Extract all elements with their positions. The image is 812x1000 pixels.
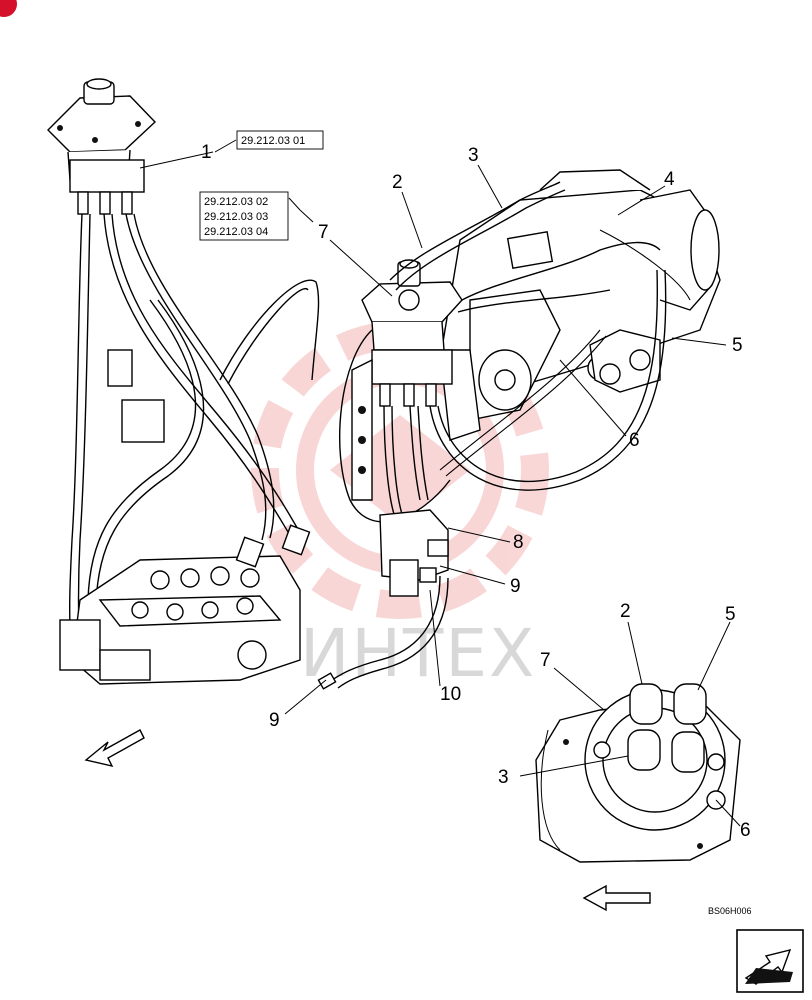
callout-7: 7: [318, 222, 329, 243]
control-valve-block: [59, 524, 311, 685]
drawing-code: BS06H006: [708, 906, 752, 916]
lower-valve-block: [317, 509, 449, 690]
callout-10: 10: [440, 684, 461, 705]
callout-5: 5: [732, 335, 743, 356]
pump-assembly: [439, 169, 721, 441]
next-page-arrow-icon[interactable]: [736, 929, 804, 993]
callout-3: 3: [468, 145, 479, 166]
direction-arrow-left-icon: [84, 729, 145, 768]
callout-detail-6: 6: [740, 820, 751, 841]
direction-arrow-bottom-icon: [582, 884, 651, 912]
leader-lines: [139, 139, 741, 827]
pilot-hoses-left: [69, 213, 320, 661]
pilot-hoses-center: [338, 181, 691, 523]
detail-pilot-valve: [535, 683, 741, 863]
ref-code-4: 29.212.03 04: [204, 226, 268, 238]
pilot-valve-center: [351, 259, 463, 501]
callout-4: 4: [664, 169, 675, 190]
callout-detail-3: 3: [498, 767, 509, 788]
callout-2: 2: [392, 172, 403, 193]
callout-detail-2: 2: [620, 601, 631, 622]
callout-9-right: 9: [510, 576, 521, 597]
callout-detail-7: 7: [540, 650, 551, 671]
callout-detail-5: 5: [725, 604, 736, 625]
ref-box-1: 29.212.03 01: [236, 130, 324, 150]
pilot-valve-left: [47, 78, 156, 215]
ref-code-3: 29.212.03 03: [204, 211, 268, 223]
ref-code-2: 29.212.03 02: [204, 196, 268, 208]
ref-box-group: 29.212.03 02 29.212.03 03 29.212.03 04: [199, 191, 289, 241]
callout-1: 1: [201, 142, 212, 163]
callout-6: 6: [629, 430, 640, 451]
corner-badge: [0, 0, 17, 17]
callout-9-left: 9: [269, 710, 280, 731]
callout-8: 8: [513, 532, 524, 553]
ref-code-1: 29.212.03 01: [241, 135, 305, 147]
